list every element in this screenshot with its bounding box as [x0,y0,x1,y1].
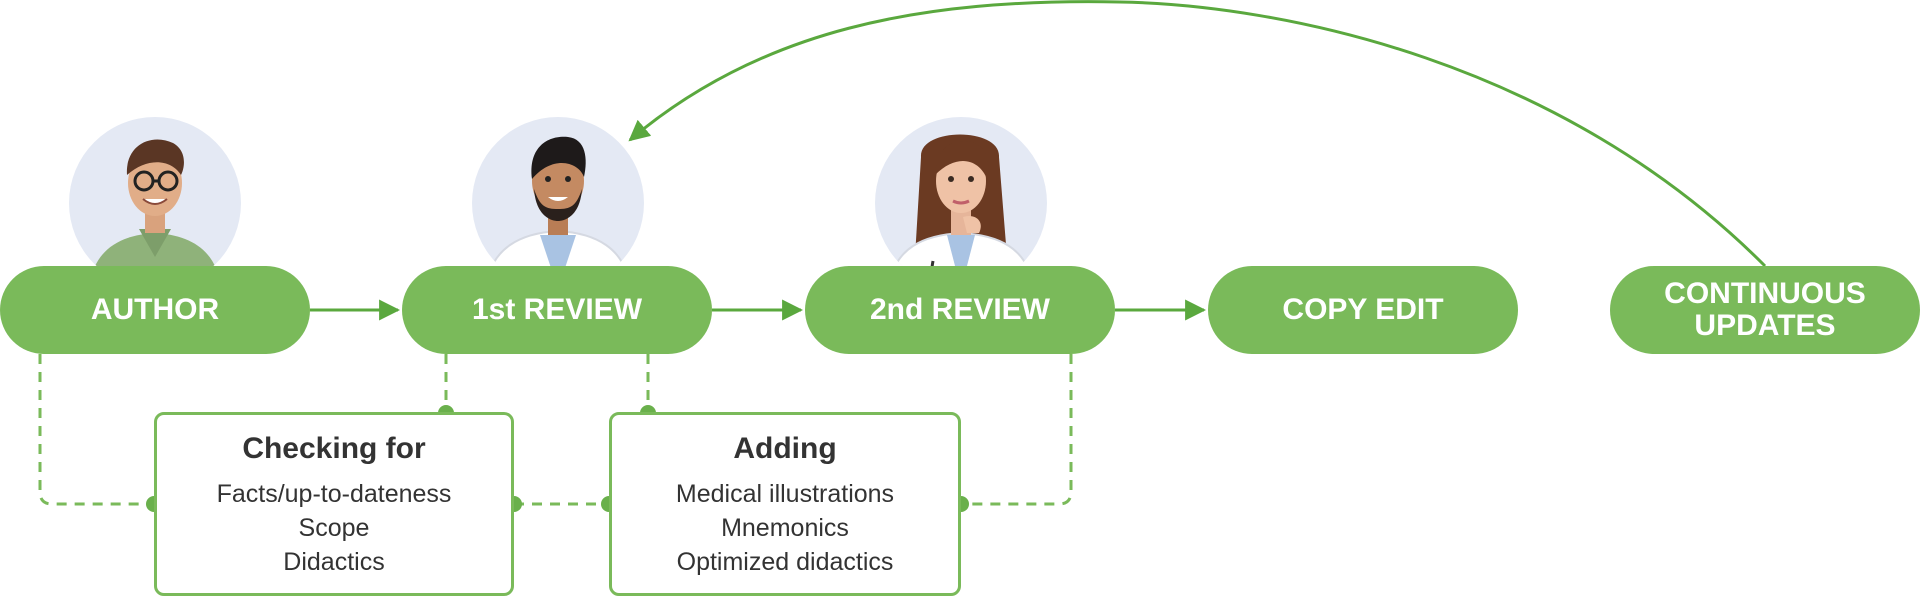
stage-first-review: 1st REVIEW [402,266,712,354]
list-item: Didactics [283,548,385,576]
adding-list: Medical illustrations Mnemonics Optimize… [612,477,958,579]
stage-continuous-updates-line1: CONTINUOUS [1664,277,1866,310]
list-item: Mnemonics [721,514,849,542]
author-avatar [69,117,241,289]
dashed-review2-to-adding [961,354,1073,506]
checking-for-box: Checking for Facts/up-to-dateness Scope … [154,412,514,596]
stage-first-review-label: 1st REVIEW [471,293,643,326]
checking-for-list: Facts/up-to-dateness Scope Didactics [157,477,511,579]
checking-for-title: Checking for [242,432,426,465]
dashed-author-to-checking [38,354,154,506]
second-reviewer-avatar [875,117,1047,289]
list-item: Facts/up-to-dateness [216,480,452,508]
stage-copy-edit: COPY EDIT [1208,266,1518,354]
stage-continuous-updates-label: CONTINUOUS UPDATES [1664,278,1866,342]
adding-title: Adding [733,432,837,465]
list-item: Optimized didactics [676,548,894,576]
stage-author: AUTHOR [0,266,310,354]
stage-author-label: AUTHOR [90,293,220,326]
first-reviewer-avatar [472,117,644,289]
stage-copy-edit-label: COPY EDIT [1282,293,1444,326]
stage-second-review: 2nd REVIEW [805,266,1115,354]
stage-continuous-updates: CONTINUOUS UPDATES [1610,266,1920,354]
list-item: Medical illustrations [675,480,895,508]
stage-continuous-updates-line2: UPDATES [1694,309,1836,342]
adding-box: Adding Medical illustrations Mnemonics O… [609,412,961,596]
arrow-updates-to-review1 [628,0,1767,268]
list-item: Scope [298,514,370,542]
stage-second-review-label: 2nd REVIEW [869,293,1050,326]
